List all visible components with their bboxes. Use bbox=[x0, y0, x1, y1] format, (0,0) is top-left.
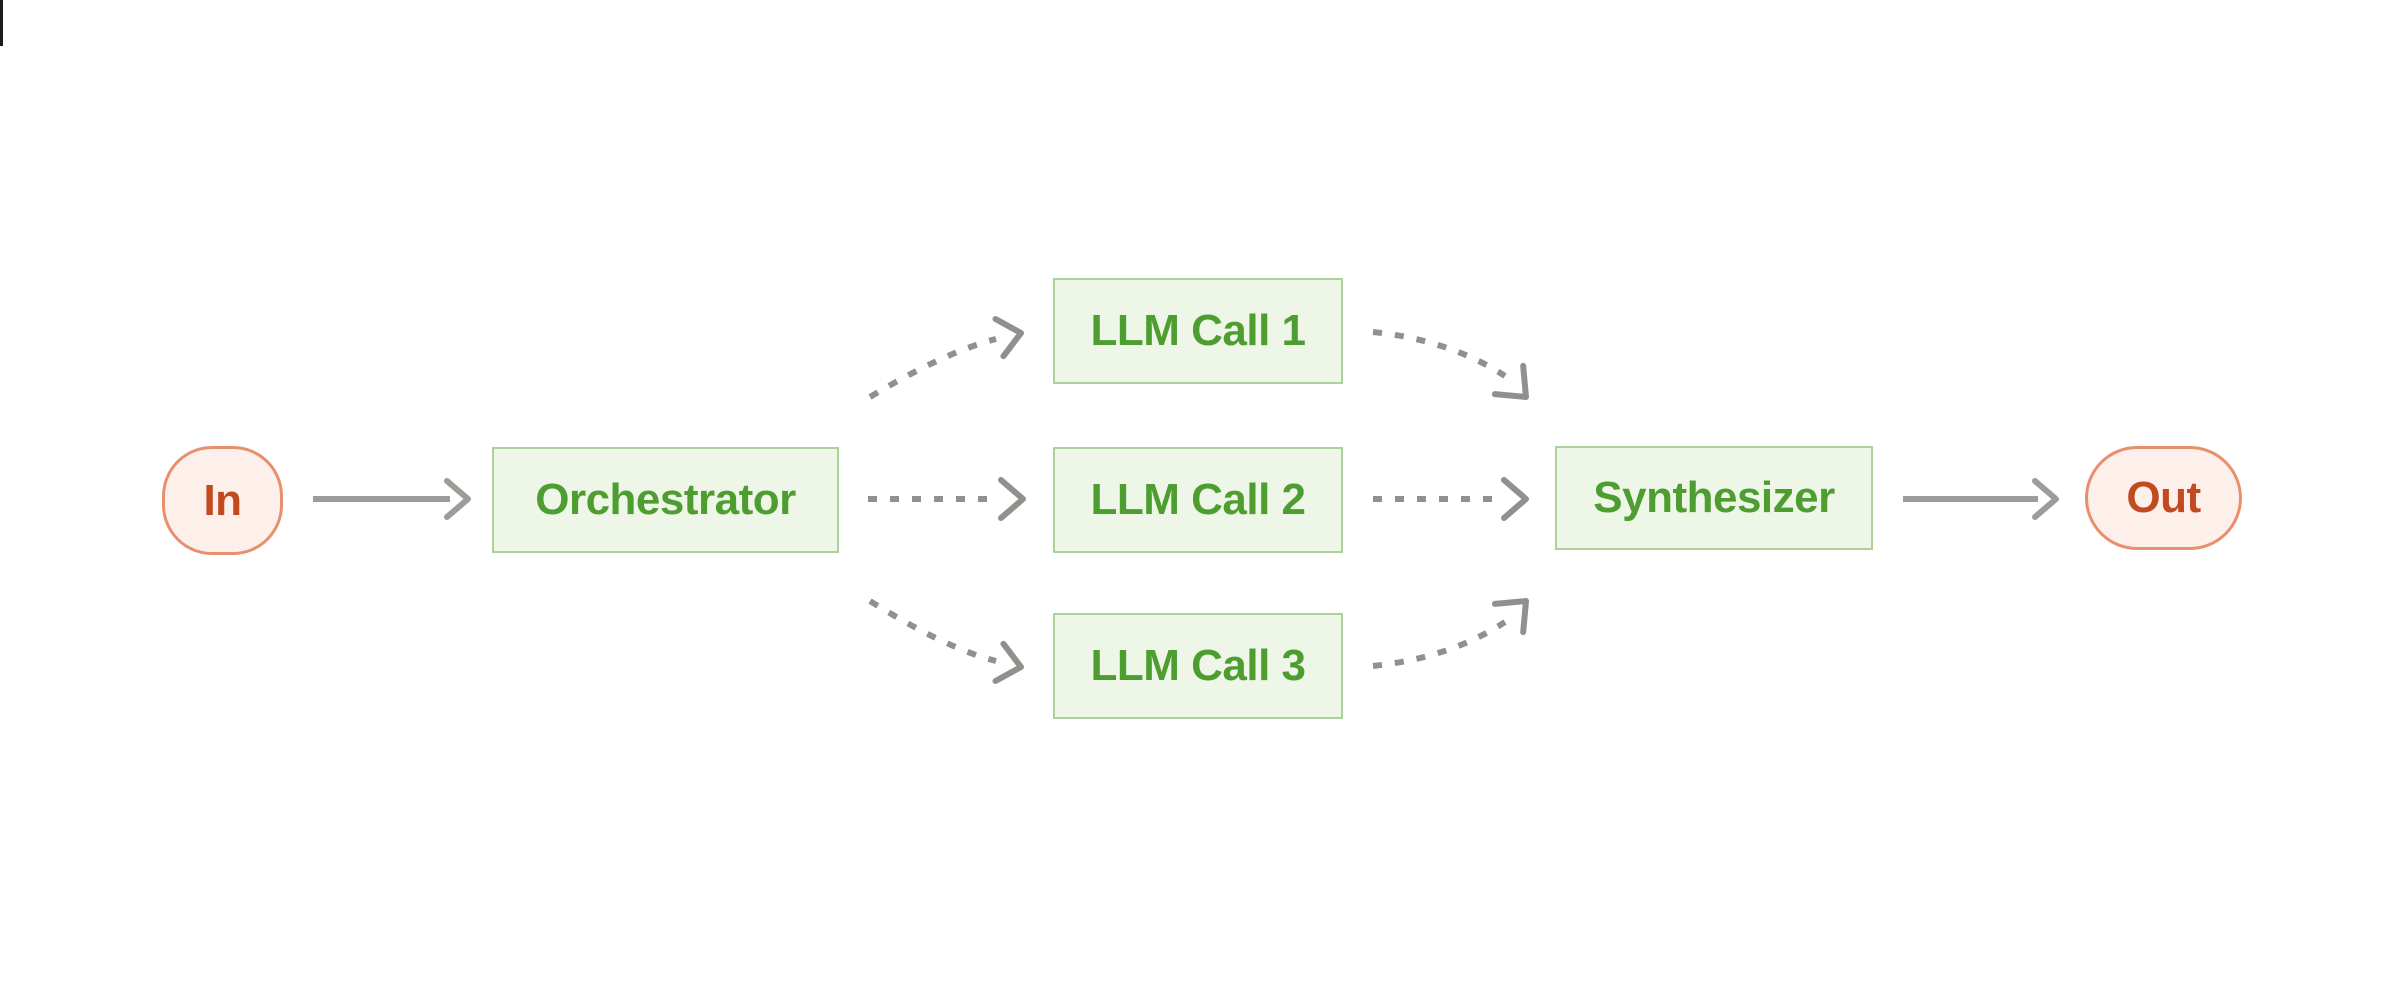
arrow-llm1-to-synthesizer bbox=[1372, 329, 1529, 400]
arrow-orchestrator-to-llm3 bbox=[868, 598, 1024, 685]
arrow-llm2-to-synthesizer bbox=[1373, 477, 1529, 521]
node-llm-call-1: LLM Call 1 bbox=[1053, 278, 1343, 384]
node-llm-call-2: LLM Call 2 bbox=[1053, 447, 1343, 553]
node-llm-call-3-label: LLM Call 3 bbox=[1090, 641, 1306, 690]
node-llm-call-3: LLM Call 3 bbox=[1053, 613, 1343, 719]
node-orchestrator: Orchestrator bbox=[492, 447, 839, 553]
node-output: Out bbox=[2085, 446, 2242, 550]
node-input: In bbox=[162, 446, 283, 555]
arrow-in-to-orchestrator bbox=[313, 478, 471, 520]
node-llm-call-1-label: LLM Call 1 bbox=[1090, 306, 1306, 355]
node-orchestrator-label: Orchestrator bbox=[535, 475, 796, 524]
arrow-llm3-to-synthesizer bbox=[1372, 598, 1529, 669]
arrow-orchestrator-to-llm2 bbox=[868, 477, 1026, 521]
arrow-orchestrator-to-llm1 bbox=[868, 315, 1024, 400]
node-synthesizer: Synthesizer bbox=[1555, 446, 1873, 550]
node-synthesizer-label: Synthesizer bbox=[1593, 473, 1835, 522]
node-output-label: Out bbox=[2126, 473, 2201, 522]
node-llm-call-2-label: LLM Call 2 bbox=[1090, 475, 1306, 524]
node-input-label: In bbox=[203, 475, 242, 525]
arrow-synthesizer-to-out bbox=[1903, 478, 2059, 520]
screen-edge-mark bbox=[0, 0, 3, 46]
